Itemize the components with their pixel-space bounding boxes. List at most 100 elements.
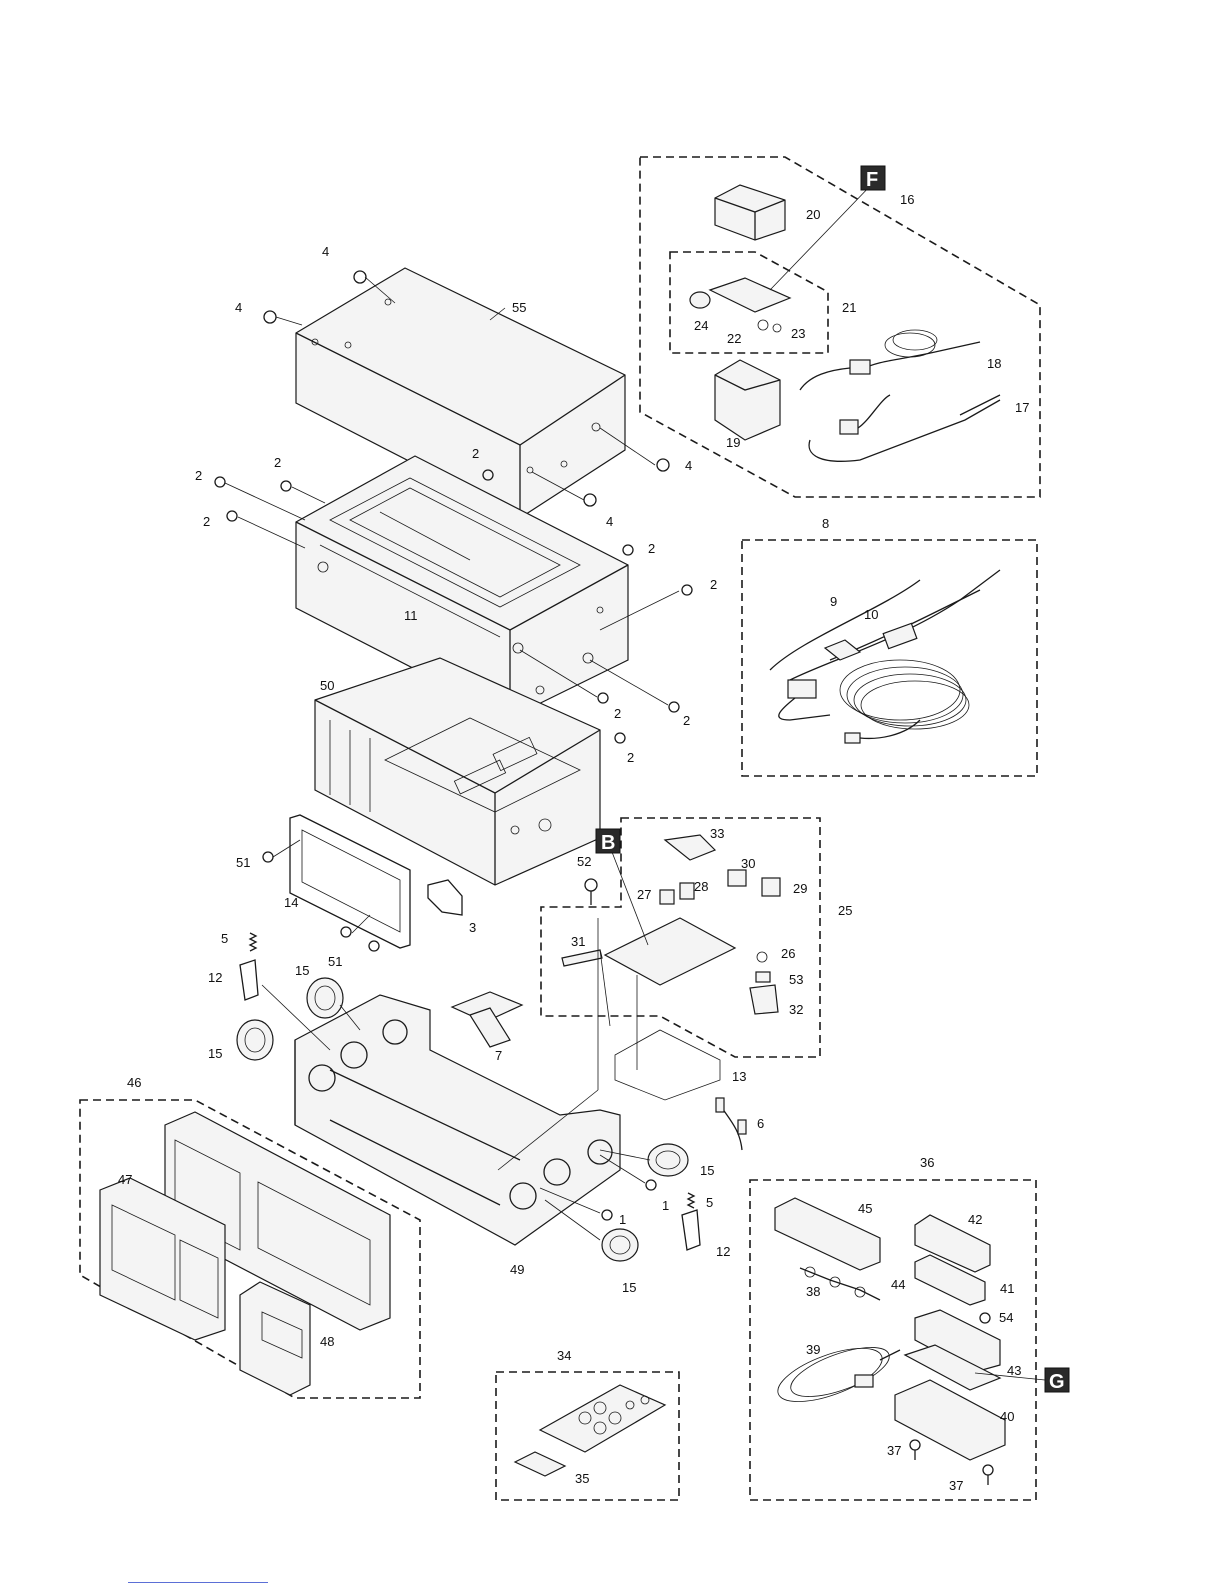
lever-12-b [682,1210,700,1250]
spring-5-b [688,1193,694,1208]
label-24: 24 [694,318,708,333]
label-44: 44 [891,1277,905,1292]
callout-G-text: G [1049,1371,1065,1393]
label-18: 18 [987,356,1001,371]
label-4: 4 [685,458,692,473]
label-15: 15 [622,1280,636,1295]
label-13: 13 [732,1069,746,1084]
label-22: 22 [727,331,741,346]
label-20: 20 [806,207,820,222]
label-1: 1 [662,1198,669,1213]
label-19: 19 [726,435,740,450]
wire-6 [716,1098,746,1150]
cover-20 [715,185,785,240]
label-6: 6 [757,1116,764,1131]
label-8: 8 [822,516,829,531]
label-46: 46 [127,1075,141,1090]
label-34: 34 [557,1348,571,1363]
battery-cover-35 [515,1452,565,1476]
label-12: 12 [716,1244,730,1259]
knob-15-b [237,1020,273,1060]
label-10: 10 [864,607,878,622]
label-55: 55 [512,300,526,315]
label-4: 4 [235,300,242,315]
label-32: 32 [789,1002,803,1017]
label-30: 30 [741,856,755,871]
knob-15-a [307,978,343,1018]
label-4: 4 [322,244,329,259]
label-36: 36 [920,1155,934,1170]
label-25: 25 [838,903,852,918]
flex-cable-7 [452,992,522,1047]
bracket-3 [428,880,462,915]
holder-19 [715,360,780,440]
callout-F-text: F [866,169,878,191]
label-50: 50 [320,678,334,693]
label-52: 52 [577,854,591,869]
label-47: 47 [118,1172,132,1187]
label-7: 7 [495,1048,502,1063]
label-2: 2 [648,541,655,556]
footer-rule [128,1582,268,1583]
label-2: 2 [472,446,479,461]
label-15: 15 [208,1046,222,1061]
cable-assembly-8 [770,570,1000,743]
screw-37-a [910,1440,920,1460]
label-41: 41 [1000,1281,1014,1296]
callout-F: F [861,166,885,191]
knob-15-c [648,1144,688,1176]
label-15: 15 [700,1163,714,1178]
label-49: 49 [510,1262,524,1277]
label-51: 51 [328,954,342,969]
label-48: 48 [320,1334,334,1349]
remote-34 [540,1385,665,1452]
label-2: 2 [274,455,281,470]
callout-B-text: B [601,832,615,854]
lever-12-a [240,960,258,1000]
label-5: 5 [221,931,228,946]
label-33: 33 [710,826,724,841]
label-21: 21 [842,300,856,315]
label-2: 2 [710,577,717,592]
callout-B: B [596,829,620,854]
label-38: 38 [806,1284,820,1299]
knob-15-d [602,1229,638,1261]
label-2: 2 [195,468,202,483]
label-17: 17 [1015,400,1029,415]
label-3: 3 [469,920,476,935]
label-27: 27 [637,887,651,902]
label-2: 2 [683,713,690,728]
label-31: 31 [571,934,585,949]
label-14: 14 [284,895,298,910]
cable-39 [771,1337,900,1412]
label-1: 1 [619,1212,626,1227]
label-5: 5 [706,1195,713,1210]
label-45: 45 [858,1201,872,1216]
sheet-13 [615,1030,720,1100]
label-9: 9 [830,594,837,609]
spring-5-a [250,933,256,951]
label-43: 43 [1007,1363,1021,1378]
label-39: 39 [806,1342,820,1357]
label-23: 23 [791,326,805,341]
callout-G: G [1045,1368,1069,1393]
label-12: 12 [208,970,222,985]
label-54: 54 [999,1310,1013,1325]
label-2: 2 [203,514,210,529]
label-37: 37 [887,1443,901,1458]
screw-54 [980,1313,990,1323]
screw-37-b [983,1465,993,1485]
label-11: 11 [404,608,418,623]
label-29: 29 [793,881,807,896]
label-4: 4 [606,514,613,529]
label-40: 40 [1000,1409,1014,1424]
screw-52 [585,879,597,905]
label-42: 42 [968,1212,982,1227]
cable-17 [809,395,1000,461]
label-35: 35 [575,1471,589,1486]
label-53: 53 [789,972,803,987]
label-26: 26 [781,946,795,961]
label-16: 16 [900,192,914,207]
label-37: 37 [949,1478,963,1493]
